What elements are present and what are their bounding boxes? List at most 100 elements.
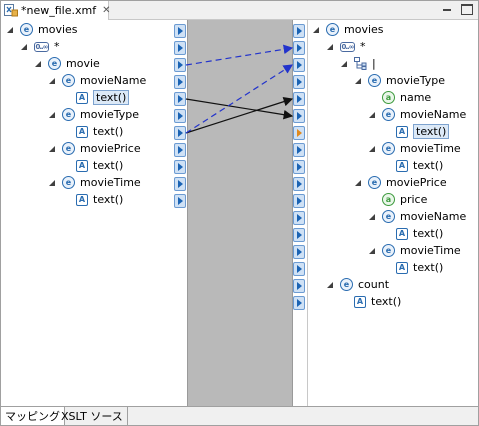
mapping-port-arrow-icon[interactable] [293,126,305,140]
mapping-port-arrow-icon[interactable] [174,177,186,191]
element-icon: e [62,74,75,87]
mapping-port-arrow-icon[interactable] [174,194,186,208]
element-icon: e [340,278,353,291]
mapping-port-arrow-icon[interactable] [174,143,186,157]
element-icon: e [62,142,75,155]
expand-toggle-icon[interactable] [355,179,363,187]
expand-toggle-icon[interactable] [355,77,363,85]
mapping-port-arrow-icon[interactable] [174,126,186,140]
mapping-port-arrow-icon[interactable] [293,296,305,310]
mapping-port-arrow-icon[interactable] [293,143,305,157]
tree-node-label: movie [66,57,100,70]
element-icon: e [326,23,339,36]
mapping-port-arrow-icon[interactable] [174,92,186,106]
expand-toggle-icon[interactable] [49,145,57,153]
expand-toggle-icon[interactable] [327,43,335,51]
expand-toggle-icon[interactable] [369,247,377,255]
editor-tab-new-file[interactable]: *new_file.xmf ✕ [1,1,111,20]
tree-node-s-any[interactable]: 0..∞* [21,38,60,55]
expand-toggle-icon[interactable] [7,26,15,34]
tree-node-label: text() [93,159,124,172]
tab-mapping[interactable]: マッピング [1,407,65,425]
expand-toggle-icon[interactable] [49,111,57,119]
mapping-port-arrow-icon[interactable] [293,279,305,293]
mapping-port-arrow-icon[interactable] [174,109,186,123]
expand-toggle-icon[interactable] [327,281,335,289]
mapping-port-arrow-icon[interactable] [293,245,305,259]
tree-node-s-movietype[interactable]: e movieType [49,106,139,123]
text-node-icon: A [396,125,408,138]
tree-node-label: movieType [80,108,140,121]
tree-node-label: text() [93,125,124,138]
mapping-port-arrow-icon[interactable] [293,262,305,276]
expand-toggle-icon[interactable] [49,179,57,187]
mapping-port-arrow-icon[interactable] [293,177,305,191]
mapping-port-arrow-icon[interactable] [293,41,305,55]
mapping-port-arrow-icon[interactable] [293,109,305,123]
mapping-port-arrow-icon[interactable] [293,58,305,72]
mapping-port-arrow-icon[interactable] [293,24,305,38]
expand-toggle-icon[interactable] [313,26,321,34]
expand-toggle-icon[interactable] [49,77,57,85]
maximize-icon[interactable] [461,4,473,15]
tree-node-label: text() [413,159,444,172]
expand-toggle-icon[interactable] [21,43,29,51]
tree-node-t-seq[interactable]: | [341,55,376,72]
tree-node-label: count [358,278,390,291]
expand-toggle-icon[interactable] [369,111,377,119]
mapping-port-arrow-icon[interactable] [293,194,305,208]
expand-toggle-icon[interactable] [369,145,377,153]
expand-toggle-icon[interactable] [369,213,377,221]
mapping-port-arrow-icon[interactable] [174,160,186,174]
minimize-icon[interactable] [441,4,453,15]
mapping-port-arrow-icon[interactable] [174,41,186,55]
expand-toggle-icon[interactable] [341,60,349,68]
element-icon: e [382,244,395,257]
text-node-icon: A [76,125,88,138]
mapping-port-arrow-icon[interactable] [293,211,305,225]
close-icon[interactable]: ✕ [102,5,111,16]
mapping-port-arrow-icon[interactable] [293,160,305,174]
expand-toggle-icon[interactable] [35,60,43,68]
tree-node-label: * [54,40,60,53]
element-icon: e [62,108,75,121]
tree-node-t-any[interactable]: 0..∞* [327,38,366,55]
mapping-port-arrow-icon[interactable] [174,75,186,89]
tree-node-label: text() [413,261,444,274]
mapping-port-arrow-icon[interactable] [293,92,305,106]
mapping-port-arrow-icon[interactable] [293,228,305,242]
sequence-icon [354,57,367,70]
mapping-area[interactable] [187,20,293,406]
mapping-port-arrow-icon[interactable] [174,58,186,72]
bottom-tab-bar: マッピング XSLT ソース [1,406,478,425]
mapping-port-arrow-icon[interactable] [174,24,186,38]
mapping-port-arrow-icon[interactable] [293,75,305,89]
tree-node-label: text() [413,227,444,240]
tab-xslt-source[interactable]: XSLT ソース [57,407,128,425]
